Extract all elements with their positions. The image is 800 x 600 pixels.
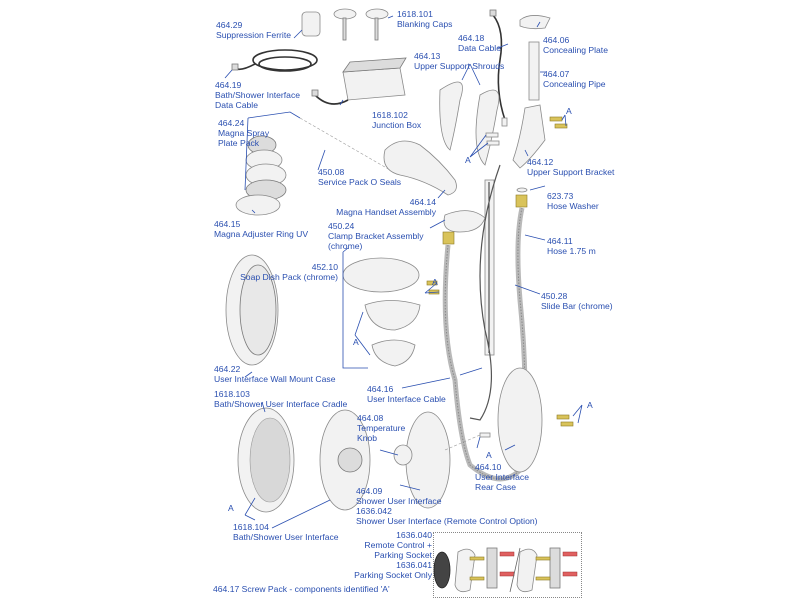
junction-box-part xyxy=(311,57,407,105)
remote-control-parts xyxy=(433,547,578,593)
screw-pack-label: 464.17 Screw Pack - components identifie… xyxy=(213,584,390,594)
user-interface-rear-case-part xyxy=(497,367,543,473)
leader-lines xyxy=(224,15,583,529)
concealing-plate-part xyxy=(519,15,551,30)
data-cable-part xyxy=(489,9,508,127)
magna-adjuster-ring-part xyxy=(235,194,281,216)
upper-support-shroud-right xyxy=(475,89,500,166)
blanking-caps-part xyxy=(333,8,389,41)
marker-a: A xyxy=(465,155,471,165)
bath-shower-data-cable-part xyxy=(231,49,318,72)
marker-a: A xyxy=(587,400,593,410)
remote-control-box xyxy=(433,532,582,598)
magna-handset-part xyxy=(383,140,457,196)
upper-support-shroud-left xyxy=(439,81,463,151)
upper-support-bracket-part xyxy=(512,104,546,169)
soap-dish-part xyxy=(342,257,420,293)
marker-a: A xyxy=(228,503,234,513)
marker-a: A xyxy=(432,277,438,287)
suppression-ferrite-part xyxy=(301,11,321,37)
clamp-bracket-part xyxy=(443,210,486,233)
marker-a: A xyxy=(486,450,492,460)
marker-a: A xyxy=(353,337,359,347)
user-interface-cable-part xyxy=(469,164,501,421)
marker-a: A xyxy=(566,106,572,116)
concealing-pipe-part xyxy=(528,41,540,101)
